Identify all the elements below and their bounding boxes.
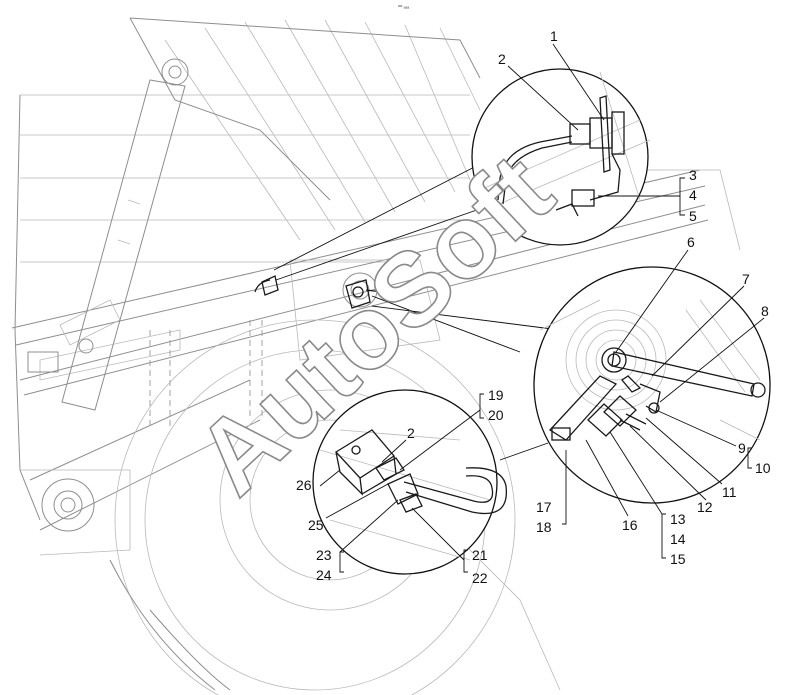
header-mark: ᵃʷ ₐₐₐ	[398, 4, 409, 10]
zoom-line-top	[273, 159, 495, 281]
callout-6: 6	[687, 234, 695, 250]
callout-labels: 1 2 3 4 5 6 7 8 9 10 11 12 13 14 15 16 1…	[296, 28, 771, 586]
callout-9: 9	[738, 440, 746, 456]
callout-14: 14	[670, 531, 686, 547]
callout-10: 10	[755, 460, 771, 476]
callout-11: 11	[722, 484, 737, 500]
callout-5: 5	[689, 208, 697, 224]
callout-26: 26	[296, 477, 312, 493]
callout-20: 20	[488, 407, 504, 423]
callout-18: 18	[536, 519, 552, 535]
detail-circle-top	[471, 68, 651, 246]
callout-15: 15	[670, 551, 686, 567]
zoom-line-right	[371, 295, 561, 353]
zoom-line-bottom	[499, 442, 549, 461]
callout-8: 8	[761, 303, 769, 319]
callout-2: 2	[498, 51, 506, 67]
callout-17: 17	[536, 499, 552, 515]
callout-16: 16	[622, 517, 638, 533]
callout-21: 21	[472, 547, 488, 563]
callout-4: 4	[689, 187, 697, 203]
beam-sensor-small	[254, 275, 279, 296]
callout-2b: 2	[407, 425, 415, 441]
detail-circle-right	[533, 266, 771, 504]
pivot-sensor-small	[345, 279, 399, 309]
callout-7: 7	[742, 271, 750, 287]
callout-13: 13	[670, 511, 686, 527]
detail-circle-bottom	[312, 389, 507, 575]
callout-23: 23	[316, 547, 332, 563]
callout-19: 19	[488, 387, 504, 403]
callout-12: 12	[697, 499, 713, 515]
callout-3: 3	[689, 167, 697, 183]
callout-24: 24	[316, 567, 332, 583]
callout-25: 25	[308, 517, 324, 533]
callout-22: 22	[472, 570, 488, 586]
callout-1: 1	[550, 28, 558, 44]
leader-lines	[319, 43, 765, 573]
